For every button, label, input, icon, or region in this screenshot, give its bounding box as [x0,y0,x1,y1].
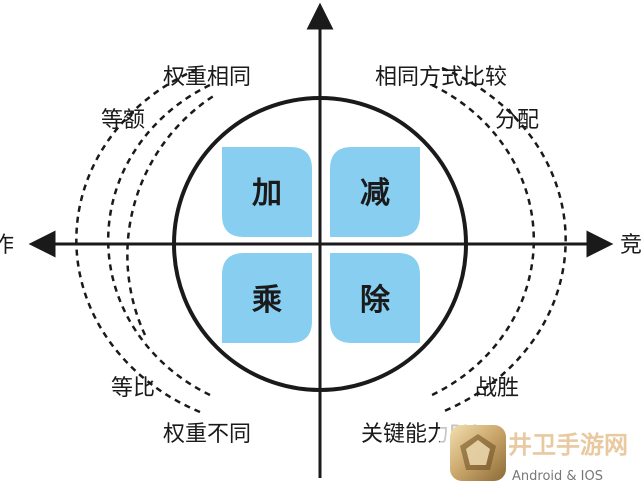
quadrant-add-label: 加 [252,176,282,211]
watermark-logo-icon [450,425,506,481]
left-axis-label: 作 [0,233,14,258]
quadrant-bottom-right-shape [330,253,420,343]
right-arc-inner [431,83,536,397]
label-different-weight: 权重不同 [163,422,251,447]
watermark: 井卫手游网 Android & IOS [440,418,642,490]
watermark-title: 井卫手游网 [508,431,628,459]
quadrant-top-left-shape [222,147,312,237]
quadrant-top-right-shape [330,147,420,237]
label-proportional: 等比 [111,376,155,401]
quadrant-divide-label: 除 [360,283,391,318]
label-same-comparison: 相同方式比较 [375,65,507,90]
quadrant-subtract-label: 减 [360,176,390,211]
label-defeat: 战胜 [475,376,519,401]
quadrant-bottom-left-shape [222,253,312,343]
label-equal-amount: 等额 [101,108,145,133]
left-arc-inner [106,83,211,397]
quadrant-multiply-label: 乘 [252,283,282,318]
right-axis-label: 竞 [620,233,642,258]
label-allocation: 分配 [495,108,539,133]
label-equal-weight: 权重相同 [163,65,251,90]
watermark-subtitle: Android & IOS [512,469,603,484]
tl-inner-arc [126,93,216,336]
